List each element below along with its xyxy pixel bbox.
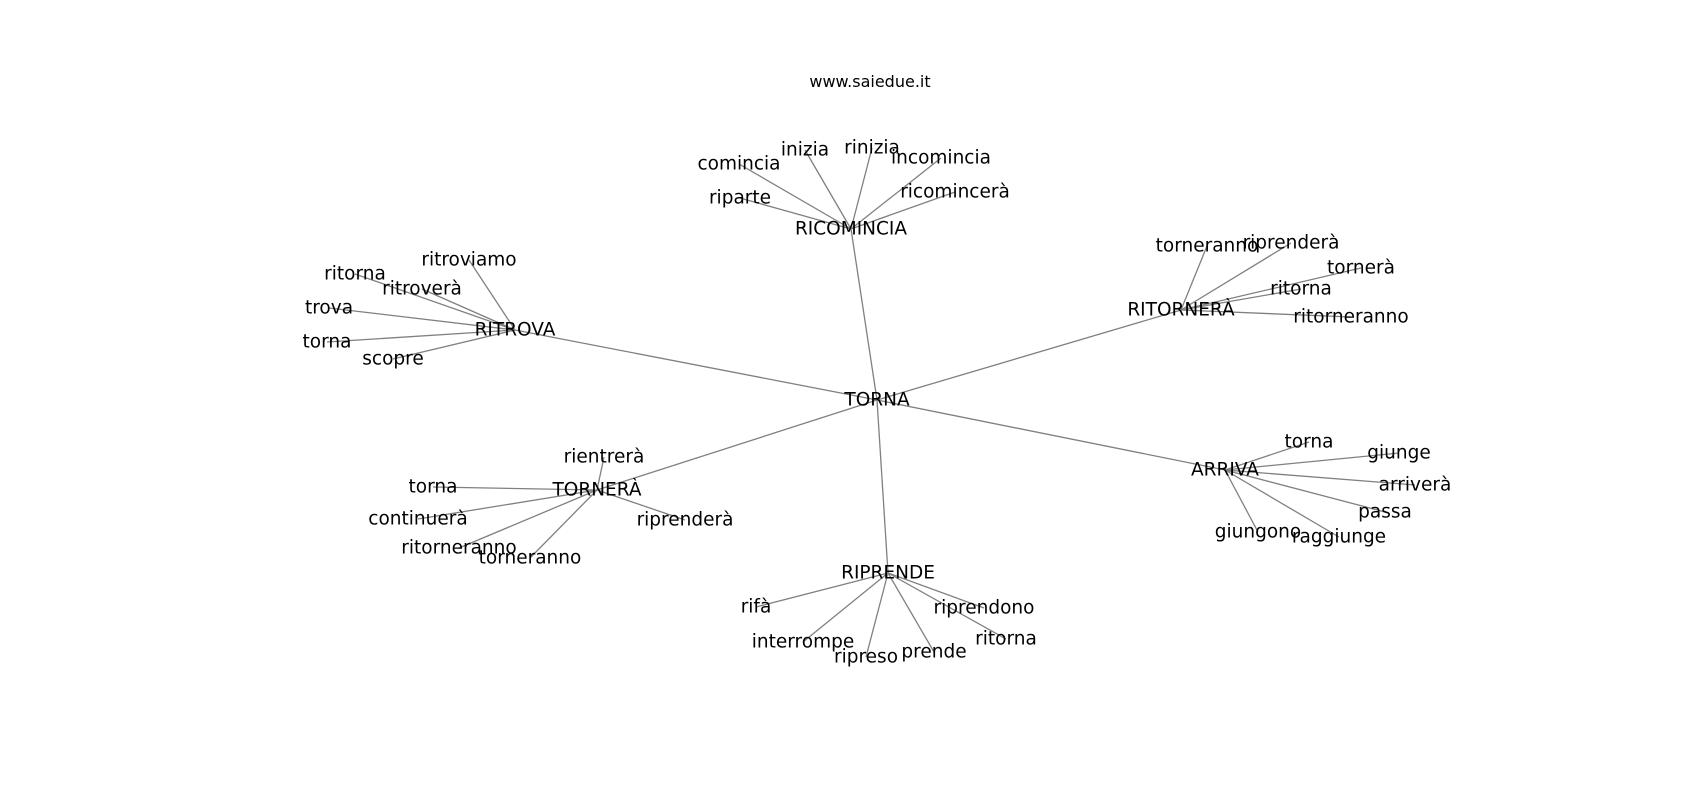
edge-ritrova-ritorna bbox=[354, 273, 516, 331]
edge-tornera-rientrera bbox=[596, 456, 605, 491]
node-leaf-ricomincia-riparte: riparte bbox=[709, 188, 771, 209]
node-leaf-ritrova-ritorna: ritorna bbox=[324, 264, 386, 285]
edge-ritrova-ritrovera bbox=[421, 288, 516, 331]
node-leaf-ritornera-riprendera: riprenderà bbox=[1243, 233, 1340, 254]
edge-ricomincia-inizia bbox=[804, 149, 852, 230]
node-leaf-ricomincia-incomincia: incomincia bbox=[891, 148, 991, 169]
node-leaf-tornera-rientrera: rientrerà bbox=[564, 447, 645, 468]
node-leaf-riprende-ritorna: ritorna bbox=[975, 629, 1037, 650]
edge-center-ritrova bbox=[514, 329, 878, 401]
node-leaf-arriva-giungono: giungono bbox=[1215, 522, 1301, 543]
edge-arriva-torna bbox=[1224, 441, 1310, 471]
edge-ritornera-riprendera bbox=[1180, 242, 1292, 311]
edge-tornera-riprendera bbox=[596, 489, 686, 521]
edge-center-riprende bbox=[876, 399, 889, 574]
node-leaf-riprende-interrompe: interrompe bbox=[752, 632, 854, 653]
node-leaf-tornera-riprendera: riprenderà bbox=[637, 510, 734, 531]
node-leaf-ritornera-torneranno: torneranno bbox=[1156, 236, 1259, 257]
node-hub-riprende: RIPRENDE bbox=[841, 563, 935, 584]
edges-layer bbox=[326, 147, 1416, 658]
node-leaf-ritornera-ritorneranno: ritorneranno bbox=[1293, 307, 1408, 328]
edge-ritornera-torneranno bbox=[1180, 245, 1208, 311]
edge-tornera-torna bbox=[432, 486, 598, 491]
edge-center-ritornera bbox=[876, 309, 1182, 401]
node-hub-ritornera: RITORNERÀ bbox=[1127, 299, 1235, 321]
edge-ritrova-ritroviamo bbox=[468, 259, 516, 331]
edge-ritrova-trova bbox=[328, 307, 516, 331]
node-leaf-ricomincia-comincia: comincia bbox=[697, 154, 780, 175]
node-leaf-riprende-riprendono: riprendono bbox=[934, 598, 1035, 619]
edge-center-tornera bbox=[596, 399, 878, 491]
edge-tornera-ritorneranno bbox=[458, 489, 598, 549]
node-leaf-ritrova-scopre: scopre bbox=[362, 349, 423, 370]
node-hub-tornera: TORNERÀ bbox=[551, 479, 641, 501]
edge-riprende-ripreso bbox=[865, 572, 889, 658]
edge-arriva-raggiunge bbox=[1224, 469, 1340, 538]
edge-ricomincia-rinizia bbox=[850, 147, 873, 230]
edge-center-arriva bbox=[876, 399, 1226, 471]
edge-ritornera-tornera bbox=[1180, 267, 1362, 311]
edge-center-ricomincia bbox=[850, 228, 878, 401]
node-leaf-riprende-prende: prende bbox=[901, 642, 966, 663]
diagram-title: www.saiedue.it bbox=[809, 72, 930, 91]
node-leaf-arriva-passa: passa bbox=[1358, 502, 1412, 523]
edge-ricomincia-comincia bbox=[738, 163, 852, 230]
node-leaf-ritrova-trova: trova bbox=[305, 298, 353, 319]
node-leaf-ritrova-torna: torna bbox=[303, 332, 352, 353]
node-leaf-ritrova-ritroviamo: ritroviamo bbox=[421, 250, 516, 271]
node-hub-ricomincia: RICOMINCIA bbox=[795, 219, 907, 240]
node-hub-arriva: ARRIVA bbox=[1191, 460, 1259, 481]
edge-ritornera-ritorna bbox=[1180, 288, 1302, 311]
edge-arriva-passa bbox=[1224, 469, 1386, 513]
node-leaf-tornera-torneranno: torneranno bbox=[479, 548, 582, 569]
edge-tornera-continuera bbox=[417, 489, 598, 520]
edge-riprende-ritorna bbox=[887, 572, 1007, 640]
node-leaf-riprende-ripreso: ripreso bbox=[834, 647, 898, 668]
node-leaf-ritrova-ritrovera: ritroverà bbox=[382, 279, 462, 300]
node-center-torna: TORNA bbox=[843, 390, 910, 411]
edge-tornera-torneranno bbox=[529, 489, 598, 559]
node-hub-ritrova: RITROVA bbox=[475, 320, 556, 341]
node-leaf-tornera-continuera: continuerà bbox=[368, 509, 467, 530]
edge-riprende-rifa bbox=[755, 572, 889, 608]
edge-riprende-riprendono bbox=[887, 572, 985, 609]
edge-riprende-prende bbox=[887, 572, 935, 653]
edge-ricomincia-riparte bbox=[739, 197, 852, 230]
node-leaf-ritornera-tornera: tornerà bbox=[1327, 258, 1395, 279]
node-leaf-arriva-raggiunge: raggiunge bbox=[1292, 527, 1386, 548]
node-leaf-arriva-arrivera: arriverà bbox=[1379, 475, 1452, 496]
node-leaf-arriva-giunge: giunge bbox=[1367, 443, 1430, 464]
edge-ricomincia-incomincia bbox=[850, 157, 942, 230]
node-leaf-arriva-torna: torna bbox=[1285, 432, 1334, 453]
edge-ritrova-scopre bbox=[392, 329, 516, 360]
node-leaf-ritornera-ritorna: ritorna bbox=[1270, 279, 1332, 300]
edge-riprende-interrompe bbox=[802, 572, 889, 643]
edge-ritrova-torna bbox=[326, 329, 516, 343]
edge-arriva-arrivera bbox=[1224, 469, 1416, 486]
node-leaf-ricomincia-inizia: inizia bbox=[781, 140, 829, 161]
node-leaf-ricomincia-ricomincera: ricomincerà bbox=[900, 182, 1010, 203]
node-leaf-tornera-ritorneranno: ritorneranno bbox=[401, 538, 516, 559]
node-leaf-tornera-torna: torna bbox=[409, 477, 458, 498]
edge-arriva-giungono bbox=[1224, 469, 1259, 533]
edge-ritornera-ritorneranno bbox=[1180, 309, 1352, 318]
node-leaf-riprende-rifa: rifà bbox=[741, 597, 772, 618]
node-leaf-ricomincia-rinizia: rinizia bbox=[844, 138, 900, 159]
edge-arriva-giunge bbox=[1224, 452, 1400, 471]
edge-ricomincia-ricomincera bbox=[850, 191, 956, 230]
